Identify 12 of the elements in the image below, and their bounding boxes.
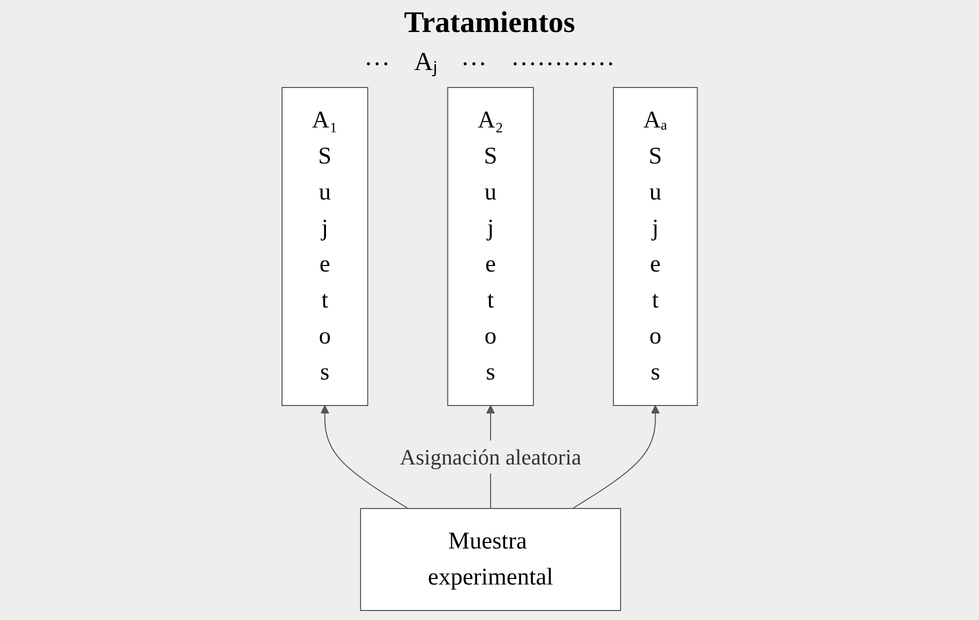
arrow xyxy=(320,405,408,509)
note-label: … xyxy=(460,42,487,73)
diagram-title: Tratamientos xyxy=(404,6,576,40)
node-box: A₂ S u j e t o s xyxy=(447,87,534,406)
node-box: Muestra experimental xyxy=(360,508,621,611)
note-label: ………… xyxy=(510,42,615,73)
node-box: Aₐ S u j e t o s xyxy=(612,87,698,406)
note-label: Aⱼ xyxy=(414,46,437,78)
arrow xyxy=(572,405,660,509)
edge-label: Asignación aleatoria xyxy=(400,444,582,470)
node-box: A₁ S u j e t o s xyxy=(281,87,368,406)
note-label: … xyxy=(364,42,390,73)
